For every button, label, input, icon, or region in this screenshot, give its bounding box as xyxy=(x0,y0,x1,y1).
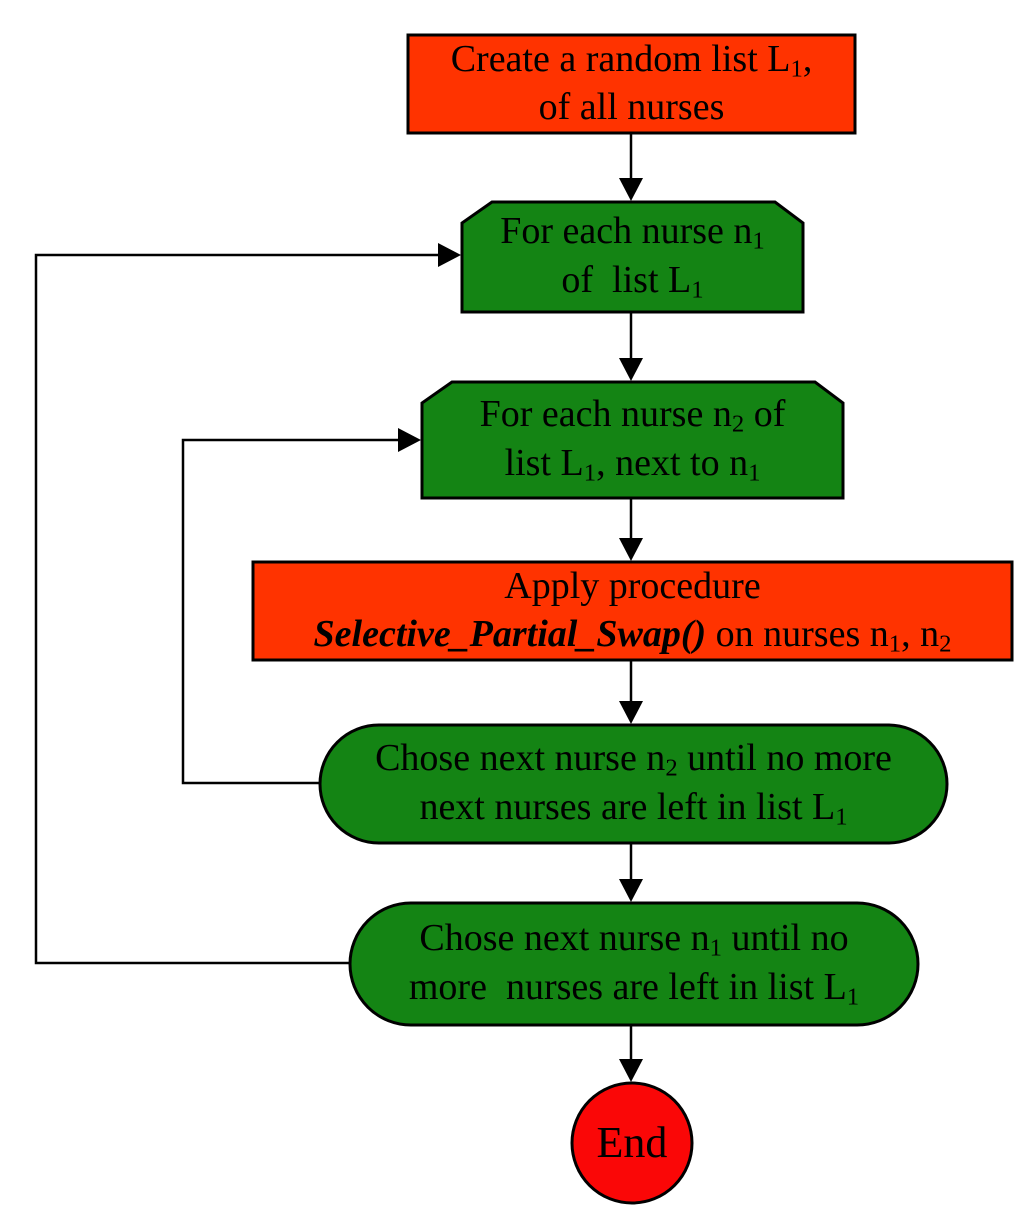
node-next-n1-shape xyxy=(348,901,920,1027)
loopback-until-n2-to-for-each-n2 xyxy=(181,428,421,785)
arrow-n2-to-swap xyxy=(619,498,643,561)
loopback-until-n1-to-for-each-n1 xyxy=(34,243,461,965)
arrow-n1-to-n2 xyxy=(619,312,643,381)
node-for-each-n2-shape xyxy=(420,380,845,500)
arrow-until-n2-to-until-n1 xyxy=(619,843,643,902)
node-apply-swap-shape xyxy=(251,560,1014,662)
arrow-swap-to-until-n2 xyxy=(619,660,643,724)
arrow-create-to-n1 xyxy=(619,133,643,201)
node-for-each-n1-shape xyxy=(460,200,805,314)
node-end-shape xyxy=(570,1081,694,1205)
node-next-n2-shape xyxy=(318,723,949,845)
node-create-list-shape xyxy=(406,33,857,135)
arrow-until-n1-to-end xyxy=(619,1025,643,1082)
